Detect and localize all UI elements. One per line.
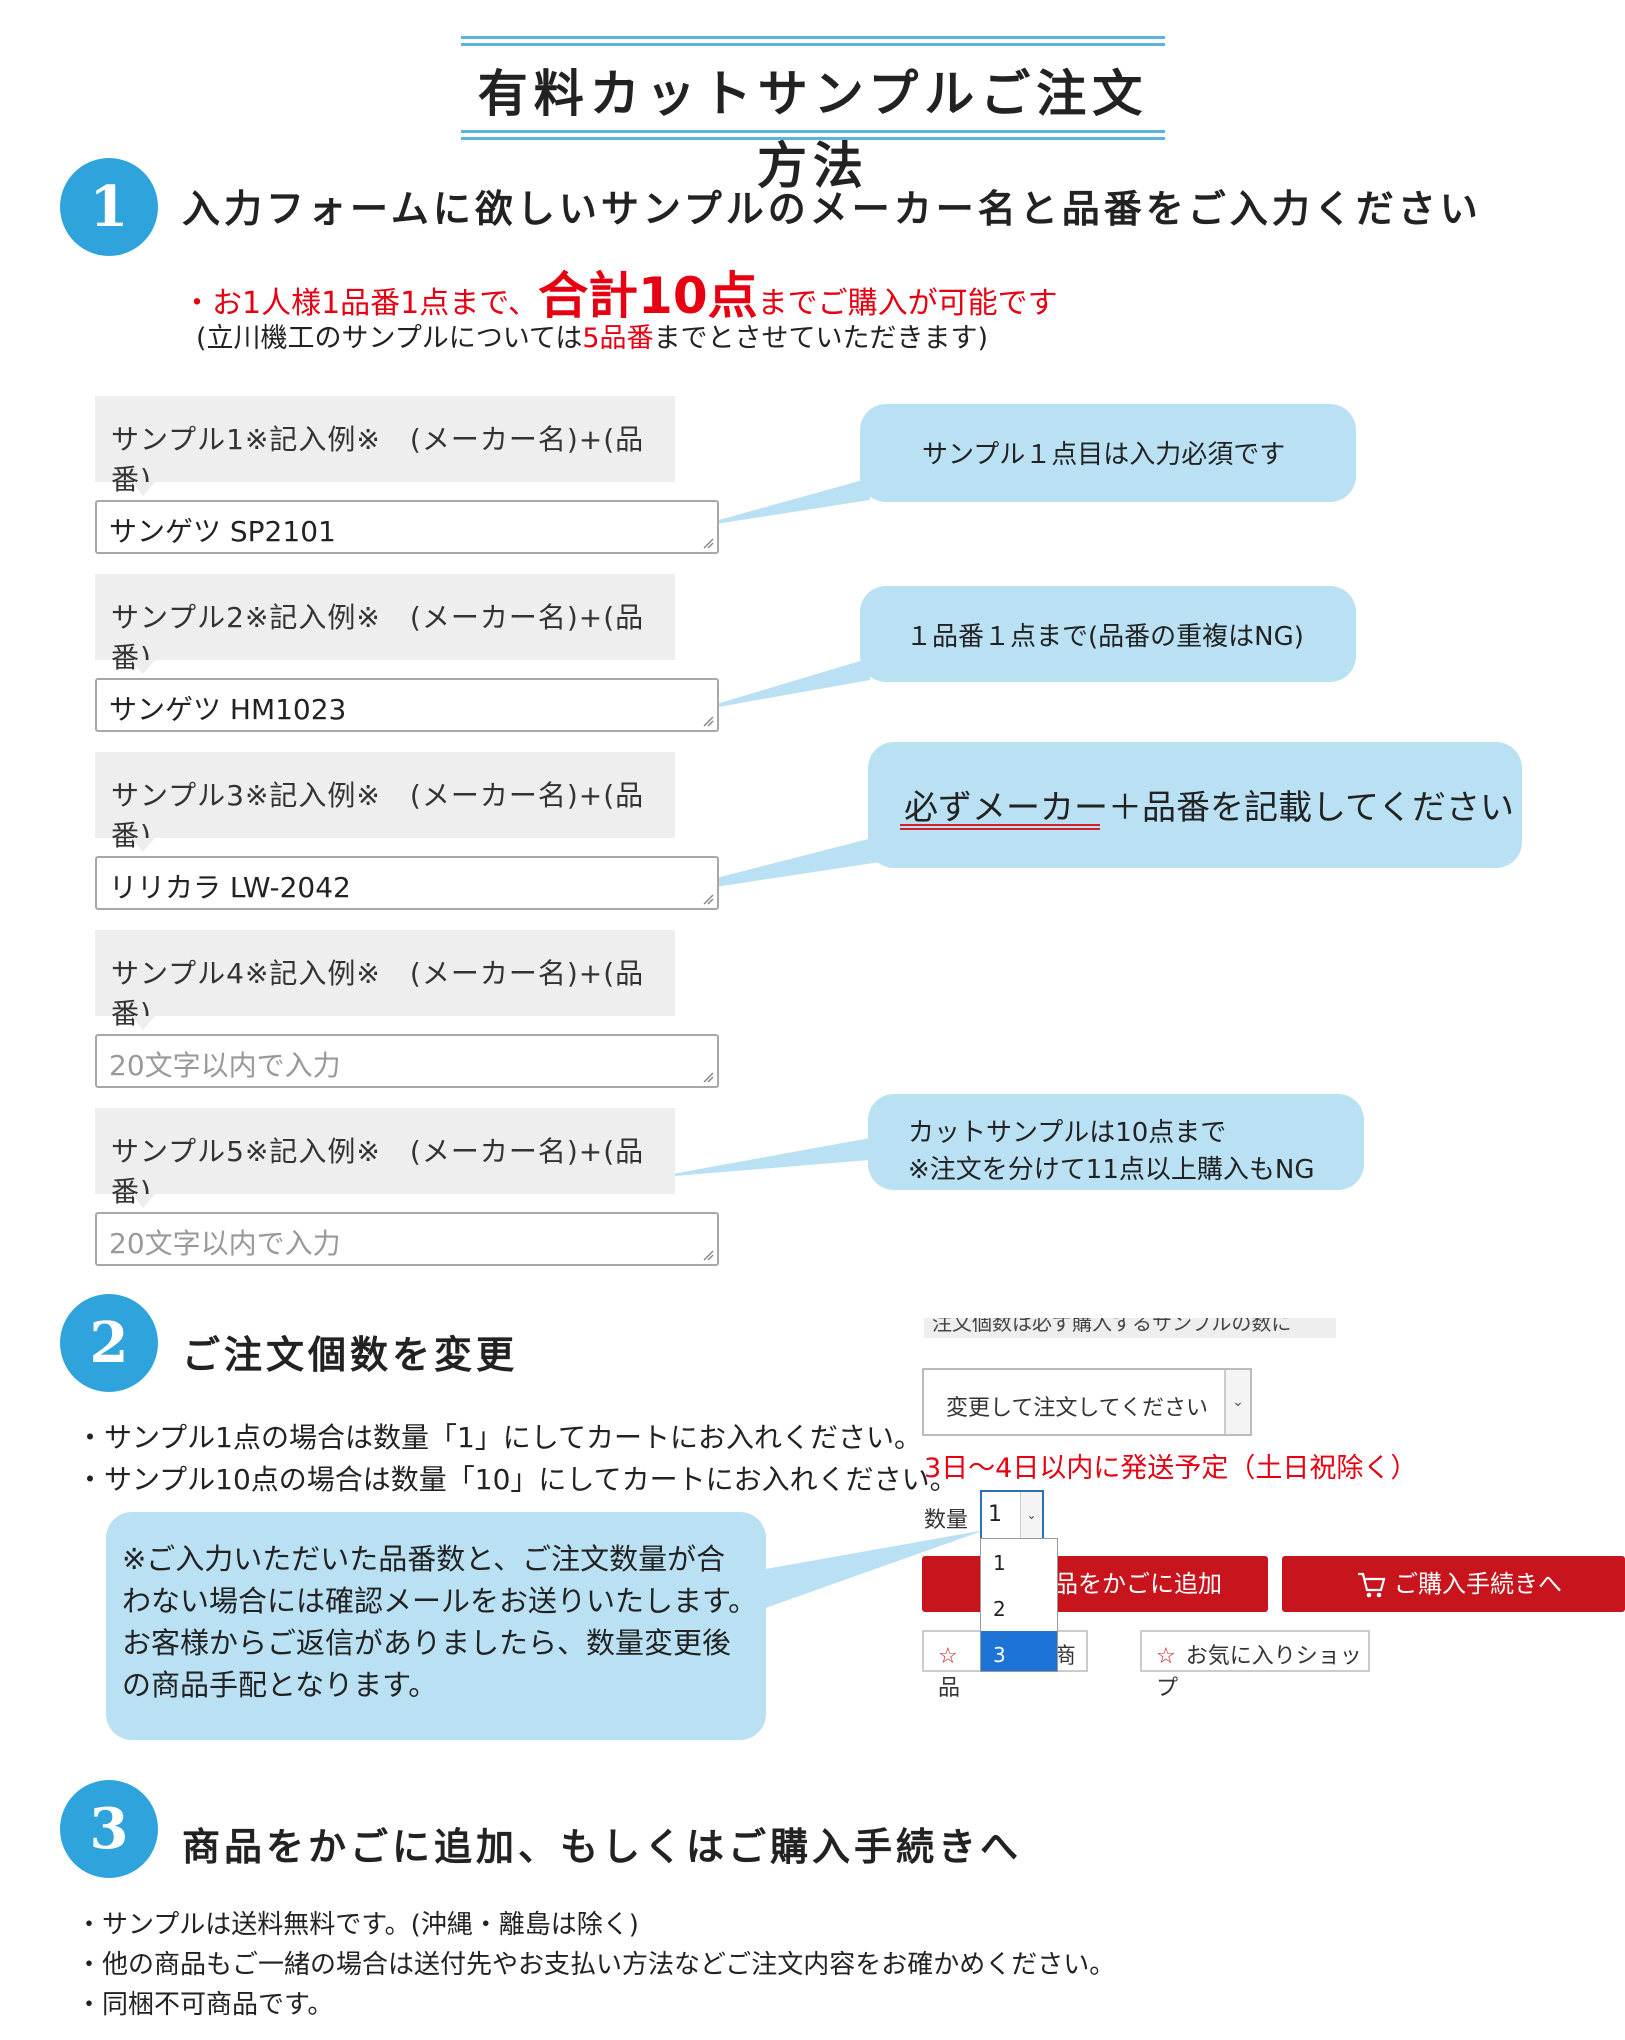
callout-pointer-5	[760, 1530, 985, 1610]
callout-pointer-4	[650, 1138, 870, 1178]
step-3-heading: 商品をかごに追加、もしくはご購入手続きへ	[182, 1825, 1023, 1869]
resize-grip-icon[interactable]	[702, 1249, 714, 1261]
tachikawa-note: (立川機工のサンプルについては5品番までとさせていただきます)	[196, 316, 988, 355]
callout-maker-required: 必ずメーカー＋品番を記載してください	[868, 742, 1522, 868]
chevron-down-icon[interactable]: ⌄	[1224, 1370, 1250, 1434]
sample-1-input[interactable]: サンゲツ SP2101	[95, 500, 719, 554]
sample-2-label: サンプル2※記入例※ (メーカー名)+(品番)	[95, 574, 675, 674]
quantity-option[interactable]: 1	[993, 1551, 1006, 1575]
resize-grip-icon[interactable]	[702, 893, 714, 905]
callout-pointer-2	[690, 658, 870, 712]
resize-grip-icon[interactable]	[702, 537, 714, 549]
step-1-heading: 入力フォームに欲しいサンプルのメーカー名と品番をご入力ください	[182, 187, 1482, 231]
title-rule	[461, 137, 1165, 140]
bubble-line: ※ご入力いただいた品番数と、ご注文数量が合	[122, 1542, 726, 1576]
page-title-box: 有料カットサンプルご注文方法	[461, 36, 1165, 195]
quantity-dropdown-list[interactable]: 1 2 3	[980, 1538, 1058, 1672]
purchase-limit-prefix: ・お1人様1品番1点まで、	[182, 286, 539, 321]
sample-5-label: サンプル5※記入例※ (メーカー名)+(品番)	[95, 1108, 675, 1208]
callout-no-duplicate-text: １品番１点まで(品番の重複はNG)	[906, 622, 1304, 652]
tachikawa-note-count: 5品番	[582, 323, 654, 354]
quantity-mismatch-bubble: ※ご入力いただいた品番数と、ご注文数量が合 わない場合には確認メールをお送りいた…	[106, 1512, 766, 1740]
page-title: 有料カットサンプルご注文方法	[477, 65, 1149, 195]
callout-max-ten-line1: カットサンプルは10点まで	[908, 1118, 1227, 1148]
step-2-badge: 2	[60, 1294, 158, 1392]
sample-2-value: サンゲツ HM1023	[109, 693, 347, 726]
add-to-cart-button[interactable]: 品をかごに追加	[922, 1556, 1268, 1612]
sample-3-input[interactable]: リリカラ LW-2042	[95, 856, 719, 910]
option-select[interactable]: 変更して注文してください ⌄	[922, 1368, 1252, 1436]
quantity-select[interactable]: 1 ⌄	[980, 1490, 1044, 1540]
sample-4-placeholder: 20文字以内で入力	[109, 1049, 341, 1082]
sample-3-value: リリカラ LW-2042	[109, 871, 351, 904]
tachikawa-note-prefix: (立川機工のサンプルについては	[196, 323, 583, 354]
callout-maker-required-text: 必ずメーカー＋品番を記載してください	[904, 788, 1514, 828]
sample-1-label: サンプル1※記入例※ (メーカー名)+(品番)	[95, 396, 675, 496]
title-rule	[461, 36, 1165, 39]
quantity-label: 数量	[924, 1508, 969, 1533]
bubble-line: の商品手配となります。	[122, 1668, 438, 1702]
shipping-note: 3日～4日以内に発送予定（土日祝除く）	[924, 1453, 1418, 1484]
checkout-button[interactable]: ご購入手続きへ	[1282, 1556, 1625, 1612]
callout-max-ten-line2: ※注文を分けて11点以上購入もNG	[908, 1155, 1315, 1185]
star-icon: ☆	[1156, 1644, 1176, 1669]
purchase-limit-suffix: までご購入が可能です	[757, 286, 1058, 321]
callout-max-ten: カットサンプルは10点まで ※注文を分けて11点以上購入もNG	[868, 1094, 1364, 1190]
sample-2-input[interactable]: サンゲツ HM1023	[95, 678, 719, 732]
purchase-limit-total: 合計10点	[538, 267, 758, 325]
sample-4-label: サンプル4※記入例※ (メーカー名)+(品番)	[95, 930, 675, 1030]
widget-option-header: 注文個数は必ず購入するサンプルの数に	[924, 1318, 1336, 1338]
emphasis-underline	[900, 824, 1100, 830]
step-3-line-1: ・サンプルは送料無料です。(沖縄・離島は除く)	[76, 1910, 639, 1940]
sample-4-input[interactable]: 20文字以内で入力	[95, 1034, 719, 1088]
bubble-line: わない場合には確認メールをお送りいたします。	[122, 1584, 758, 1618]
callout-no-duplicate: １品番１点まで(品番の重複はNG)	[860, 586, 1356, 682]
step-3-line-2: ・他の商品もご一緒の場合は送付先やお支払い方法などご注文内容をお確かめください。	[76, 1950, 1116, 1980]
favorite-shop-button[interactable]: ☆お気に入りショップ	[1140, 1630, 1370, 1701]
resize-grip-icon[interactable]	[702, 715, 714, 727]
cart-icon	[1358, 1572, 1386, 1598]
title-rule	[461, 43, 1165, 46]
sample-5-placeholder: 20文字以内で入力	[109, 1227, 341, 1260]
resize-grip-icon[interactable]	[702, 1071, 714, 1083]
sample-1-value: サンゲツ SP2101	[109, 515, 336, 548]
favorite-shop-label: お気に入りショップ	[1156, 1644, 1362, 1701]
step-2-line-1: ・サンプル1点の場合は数量「1」にしてカートにお入れください。	[76, 1421, 922, 1454]
step-3-line-3: ・同梱不可商品です。	[76, 1990, 334, 2020]
quantity-option-selected[interactable]: 3	[981, 1631, 1057, 1671]
bubble-line: お客様からご返信がありましたら、数量変更後	[122, 1626, 732, 1660]
sample-3-label: サンプル3※記入例※ (メーカー名)+(品番)	[95, 752, 675, 852]
chevron-down-icon[interactable]: ⌄	[1020, 1492, 1042, 1538]
callout-pointer-1	[690, 478, 870, 528]
callout-required: サンプル１点目は入力必須です	[860, 404, 1356, 502]
title-rule	[461, 130, 1165, 133]
option-select-value: 変更して注文してください	[946, 1396, 1209, 1421]
step-3-badge: 3	[60, 1780, 158, 1878]
callout-required-text: サンプル１点目は入力必須です	[922, 440, 1286, 470]
checkout-label: ご購入手続きへ	[1394, 1570, 1562, 1598]
sample-5-input[interactable]: 20文字以内で入力	[95, 1212, 719, 1266]
tachikawa-note-suffix: までとさせていただきます)	[653, 323, 989, 354]
purchase-limit-note: ・お1人様1品番1点まで、合計10点までご購入が可能です	[182, 256, 1058, 328]
quantity-value: 1	[988, 1502, 1002, 1527]
star-icon: ☆	[938, 1644, 958, 1669]
step-2-heading: ご注文個数を変更	[182, 1333, 519, 1377]
step-1-badge: 1	[60, 158, 158, 256]
quantity-option[interactable]: 2	[993, 1597, 1006, 1621]
step-2-line-2: ・サンプル10点の場合は数量「10」にしてカートにお入れください。	[76, 1463, 958, 1496]
